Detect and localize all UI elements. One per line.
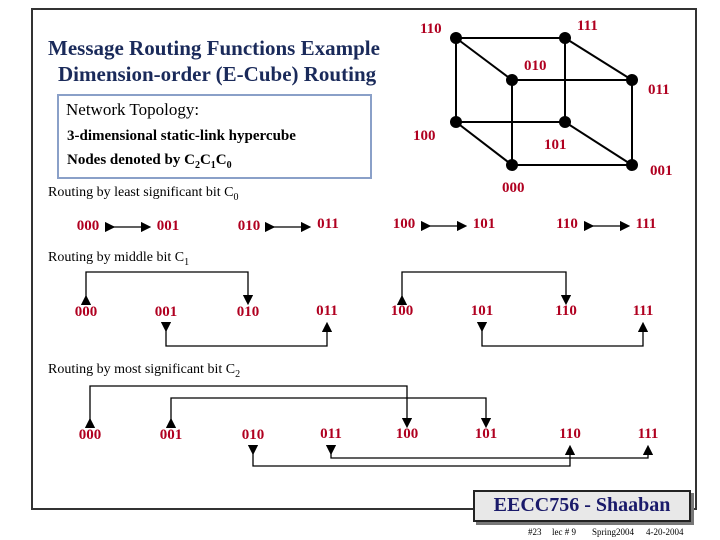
- row3-node-010: 010: [241, 427, 265, 443]
- cube-label-001: 001: [650, 163, 673, 179]
- row3-node-100: 100: [395, 426, 419, 442]
- row2-node-011: 011: [316, 303, 338, 319]
- row3-node-000: 000: [78, 427, 102, 443]
- row2-link-100-110: [396, 271, 572, 306]
- cube-node-001: [626, 159, 638, 171]
- node-notation: Nodes denoted by C2C1C0: [67, 152, 232, 171]
- row1-node-011: 011: [317, 216, 339, 232]
- section-middle-bit: Routing by middle bit C1: [48, 250, 190, 268]
- cube-label-010: 010: [524, 58, 547, 74]
- row2-link-001-011: [160, 321, 333, 347]
- cube-label-110: 110: [420, 21, 442, 37]
- cube-label-101: 101: [544, 137, 567, 153]
- row3-node-111: 111: [637, 426, 659, 442]
- row2-node-000: 000: [74, 304, 98, 320]
- footer-title: EECC756 - Shaaban: [493, 494, 671, 516]
- row3-node-001: 001: [159, 427, 183, 443]
- row3-link-001-101: [165, 397, 492, 429]
- row2-node-010: 010: [236, 304, 260, 320]
- row3-node-101: 101: [474, 426, 498, 442]
- cube-label-000: 000: [502, 180, 525, 196]
- slide-frame: [31, 8, 697, 510]
- slide-title-line1: Message Routing Functions Example: [48, 36, 380, 60]
- row1-node-110: 110: [556, 216, 578, 232]
- footer-term: Spring2004: [592, 527, 635, 537]
- footer-box: [473, 490, 691, 522]
- topology-description: 3-dimensional static-link hypercube: [67, 128, 296, 144]
- section-most-significant: Routing by most significant bit C2: [48, 362, 241, 380]
- row1-node-100: 100: [392, 216, 416, 232]
- row2-link-101-111: [476, 321, 649, 347]
- cube-node-111: [559, 32, 571, 44]
- cube-label-100: 100: [413, 128, 436, 144]
- row2-link-000-010: [80, 271, 254, 306]
- cube-label-111: 111: [577, 18, 598, 34]
- slide-title-line2: Dimension-order (E-Cube) Routing: [58, 62, 377, 86]
- topology-box: [57, 94, 372, 179]
- cube-node-011: [626, 74, 638, 86]
- row2-node-110: 110: [555, 303, 577, 319]
- cube-node-101: [559, 116, 571, 128]
- cube-label-011: 011: [648, 82, 670, 98]
- section-least-significant: Routing by least significant bit C0: [48, 185, 239, 203]
- row3-node-110: 110: [559, 426, 581, 442]
- cube-node-110: [450, 32, 462, 44]
- row2-node-100: 100: [390, 303, 414, 319]
- row2-node-111: 111: [632, 303, 654, 319]
- row1-node-111: 111: [635, 216, 657, 232]
- row3-link-000-100: [84, 385, 413, 429]
- footer-lecture: lec # 9: [552, 527, 576, 537]
- row1-node-010: 010: [237, 218, 261, 234]
- row1-node-000: 000: [76, 218, 100, 234]
- topology-heading: Network Topology:: [66, 100, 200, 119]
- cube-node-000: [506, 159, 518, 171]
- row1-node-101: 101: [472, 216, 496, 232]
- row2-node-101: 101: [470, 303, 494, 319]
- row3-link-011-111: [325, 444, 654, 459]
- footer-date: 4-20-2004: [646, 527, 684, 537]
- row1-node-001: 001: [156, 218, 180, 234]
- footer-slide-number: #23: [528, 527, 542, 537]
- row2-node-001: 001: [154, 304, 178, 320]
- cube-node-100: [450, 116, 462, 128]
- cube-node-010: [506, 74, 518, 86]
- row3-node-011: 011: [320, 426, 342, 442]
